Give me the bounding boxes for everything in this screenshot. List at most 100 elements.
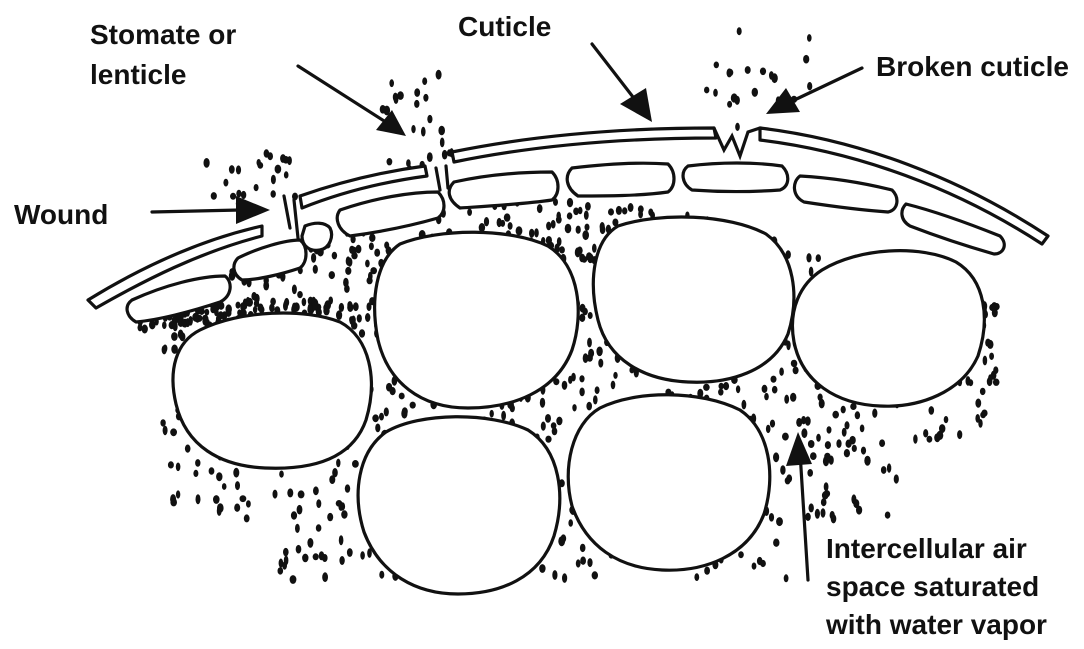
vapor-dot	[913, 434, 917, 443]
vapor-dot	[975, 399, 981, 408]
vapor-dot	[271, 190, 276, 197]
vapor-dot	[296, 545, 302, 554]
vapor-dot	[988, 374, 993, 382]
vapor-dot	[718, 389, 723, 396]
vapor-dot	[251, 292, 256, 300]
vapor-dot	[822, 491, 829, 499]
vapor-dot	[411, 125, 415, 133]
vapor-dot	[374, 249, 380, 257]
vapor-dot	[202, 317, 208, 326]
stomate-label: Stomate or	[90, 19, 236, 50]
vapor-dot	[290, 575, 297, 584]
vapor-dot	[588, 312, 593, 319]
vapor-dot	[719, 383, 724, 390]
vapor-dot	[735, 123, 740, 131]
vapor-dot	[244, 514, 250, 522]
vapor-dot	[297, 505, 303, 515]
vapor-dot	[855, 411, 860, 419]
vapor-dot	[399, 393, 405, 400]
stomate-opening	[436, 166, 448, 190]
vapor-dot	[887, 463, 891, 472]
vapor-dot	[596, 347, 602, 357]
vapor-dot	[885, 511, 891, 518]
vapor-dot	[816, 434, 821, 442]
vapor-dot	[264, 149, 270, 157]
vapor-dot	[816, 254, 821, 262]
vapor-dot	[193, 470, 198, 477]
vapor-dot	[551, 422, 557, 429]
epidermal-cell	[449, 172, 558, 208]
vapor-dot	[298, 490, 305, 498]
vapor-dot	[565, 224, 572, 234]
vapor-dot	[766, 425, 771, 433]
vapor-dot	[283, 548, 289, 556]
vapor-dot	[821, 498, 827, 506]
vapor-dot	[723, 382, 729, 390]
vapor-dot	[336, 459, 340, 468]
vapor-dot	[240, 495, 247, 502]
vapor-dot	[322, 572, 328, 582]
vapor-dot	[806, 253, 811, 262]
vapor-dot	[170, 498, 177, 506]
vapor-dot	[537, 204, 543, 213]
vapor-dot	[582, 230, 589, 240]
vapor-dot	[160, 419, 165, 426]
vapor-dot	[365, 313, 370, 322]
vapor-dot	[989, 304, 995, 311]
mesophyll-cell	[792, 251, 984, 407]
vapor-dot	[944, 416, 949, 423]
vapor-dot	[577, 247, 583, 255]
vapor-dot	[421, 127, 426, 137]
vapor-dot	[793, 367, 799, 375]
vapor-dot	[539, 564, 545, 573]
vapor-dot	[360, 551, 365, 559]
vapor-dot	[414, 100, 419, 108]
vapor-dot	[386, 383, 392, 392]
vapor-dot	[291, 511, 297, 519]
vapor-dot	[562, 573, 567, 583]
vapor-dot	[225, 309, 231, 317]
vapor-dot	[587, 253, 593, 263]
vapor-dot	[815, 509, 820, 519]
vapor-dot	[966, 376, 971, 386]
vapor-dot	[791, 360, 797, 368]
vapor-dot	[345, 484, 350, 492]
vapor-dot	[772, 386, 778, 394]
vapor-dot	[773, 452, 779, 462]
vapor-dot	[329, 271, 335, 279]
vapor-dot	[170, 428, 177, 436]
vapor-dot	[801, 416, 806, 424]
vapor-dot	[845, 421, 850, 429]
vapor-dot	[504, 213, 511, 221]
vapor-dot	[162, 321, 167, 329]
vapor-dot	[234, 504, 240, 512]
vapor-dot	[595, 386, 600, 394]
vapor-dot	[807, 34, 812, 42]
vapor-dot	[269, 304, 275, 312]
vapor-dot	[852, 445, 857, 452]
vapor-dot	[586, 402, 592, 411]
vapor-dot	[282, 562, 287, 570]
vapor-dot	[332, 252, 337, 260]
vapor-dot	[222, 483, 227, 490]
vapor-dot	[849, 436, 855, 445]
vapor-dot	[427, 152, 433, 162]
vapor-dot	[558, 536, 565, 546]
vapor-dot	[389, 79, 394, 87]
vapor-dot	[545, 414, 551, 423]
vapor-dot	[273, 490, 278, 499]
vapor-dot	[297, 291, 303, 298]
vapor-dot	[934, 433, 940, 442]
vapor-dot	[628, 203, 634, 212]
vapor-dot	[810, 452, 817, 460]
vapor-dot	[316, 499, 321, 508]
vapor-dot	[284, 300, 289, 307]
vapor-dot	[579, 375, 584, 382]
vapor-dot	[484, 217, 489, 226]
vapor-dot	[989, 353, 994, 360]
vapor-dot	[312, 301, 317, 310]
vapor-dot	[279, 471, 284, 478]
vapor-dot	[827, 426, 832, 433]
vapor-dot	[211, 192, 217, 200]
vapor-dot	[704, 87, 709, 94]
